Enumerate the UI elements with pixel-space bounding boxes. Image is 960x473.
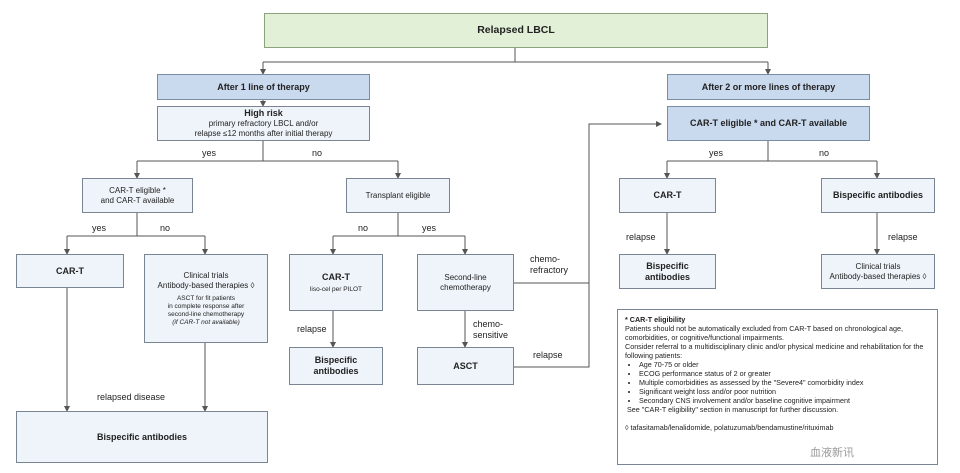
label-relapse-right-2: relapse <box>888 232 918 242</box>
node-bispecific-bottom-text: Bispecific antibodies <box>96 431 188 442</box>
node-cart-left-text: CAR-T <box>56 265 84 276</box>
edge-transplant-split <box>333 213 465 237</box>
node-bispecific-right: Bispecific antibodies <box>821 178 935 213</box>
label-yes-2: yes <box>92 223 107 233</box>
label-chemo-sensitive-l1: chemo- <box>473 319 504 329</box>
node-cart-left: CAR-T <box>16 254 124 288</box>
label-chemo-refractory: chemo- refractory <box>530 254 568 276</box>
node-relapsed-lbcl-text: Relapsed LBCL <box>477 24 555 36</box>
note-bullet: Age 70-75 or older <box>639 360 930 369</box>
node-high-risk-line1: primary refractory LBCL and/or <box>208 119 319 128</box>
label-yes-4: yes <box>709 148 724 158</box>
node-clinical-trials-right: Clinical trials Antibody-based therapies… <box>821 254 935 289</box>
node-trials-asct2: in complete response after <box>167 302 245 310</box>
label-yes-3: yes <box>422 223 437 233</box>
label-chemo-refractory-l2: refractory <box>530 265 569 275</box>
node-asct: ASCT <box>417 347 514 385</box>
node-cart-mid-sub: liso-cel per PILOT <box>309 285 363 293</box>
label-relapse-right-1: relapse <box>626 232 656 242</box>
node-cart-mid-text: CAR-T <box>322 271 350 282</box>
label-chemo-sensitive: chemo- sensitive <box>473 319 508 341</box>
node-bispecific-after-cart-l1: Bispecific <box>646 260 689 271</box>
node-transplant-eligible: Transplant eligible <box>346 178 450 213</box>
label-chemo-sensitive-l2: sensitive <box>473 330 509 340</box>
node-after-1-line-text: After 1 line of therapy <box>217 81 310 92</box>
node-bispecific-mid-l2: antibodies <box>313 366 359 376</box>
edge-right-split <box>667 141 877 162</box>
node-bispecific-after-cart-l2: antibodies <box>644 271 690 282</box>
node-cart-eligible-left-l2: and CAR-T available <box>100 195 175 205</box>
edge-root-split <box>263 48 768 63</box>
node-trials-asct1: ASCT for fit patients <box>176 294 236 302</box>
node-trials-abt: Antibody-based therapies ◊ <box>157 280 255 290</box>
cart-eligibility-note: * CAR-T eligibility Patients should not … <box>617 309 938 465</box>
label-no-4: no <box>819 148 830 158</box>
node-cart-eligible-left: CAR-T eligible * and CAR-T available <box>82 178 193 213</box>
node-high-risk-title: High risk <box>244 108 283 118</box>
node-after-2-lines-text: After 2 or more lines of therapy <box>701 81 836 92</box>
node-bispecific-mid-l1: Bispecific <box>314 355 358 365</box>
label-relapsed-disease: relapsed disease <box>97 392 166 402</box>
node-second-line-l1: Second-line <box>444 272 487 282</box>
node-trials-right-l2: Antibody-based therapies ◊ <box>829 271 927 281</box>
node-cart-mid: CAR-T liso-cel per PILOT <box>289 254 383 311</box>
node-high-risk: High risk primary refractory LBCL and/or… <box>157 106 370 141</box>
note-see: See "CAR-T eligibility" section in manus… <box>627 405 839 414</box>
edge-asct-relapse <box>514 283 590 368</box>
node-cart-eligible-right: CAR-T eligible * and CAR-T available <box>667 106 870 141</box>
watermark-text: 血液新讯 <box>810 447 854 459</box>
label-no-1: no <box>312 148 323 158</box>
node-bispecific-right-text: Bispecific antibodies <box>832 190 924 200</box>
edge-cartelig-split <box>67 213 205 237</box>
note-footnote: ◊ tafasitamab/lenalidomide, polatuzumab/… <box>625 423 834 432</box>
note-bullet: Secondary CNS involvement and/or baselin… <box>639 396 930 405</box>
note-para1: Patients should not be automatically exc… <box>625 324 903 342</box>
note-bullet: ECOG performance status of 2 or greater <box>639 369 930 378</box>
node-trials-asct4: (if CAR-T not available) <box>172 318 240 326</box>
node-cart-eligible-right-text: CAR-T eligible * and CAR-T available <box>689 118 848 128</box>
note-bullet: Multiple comorbidities as assessed by th… <box>639 378 930 387</box>
node-trials-title: Clinical trials <box>183 270 229 280</box>
node-high-risk-line2: relapse ≤12 months after initial therapy <box>194 129 333 138</box>
node-cart-right-text: CAR-T <box>653 190 682 200</box>
note-bullets: Age 70-75 or older ECOG performance stat… <box>625 360 930 405</box>
edge-chemo-refractory <box>514 121 662 284</box>
node-relapsed-lbcl: Relapsed LBCL <box>264 13 768 48</box>
note-para2: Consider referral to a multidisciplinary… <box>625 342 924 360</box>
node-after-2-lines: After 2 or more lines of therapy <box>667 74 870 100</box>
node-bispecific-mid: Bispecific antibodies <box>289 347 383 385</box>
node-transplant-eligible-text: Transplant eligible <box>365 190 431 200</box>
label-relapse-mid: relapse <box>297 324 327 334</box>
node-clinical-trials-left: Clinical trials Antibody-based therapies… <box>144 254 268 343</box>
label-no-3: no <box>358 223 369 233</box>
node-cart-eligible-left-l1: CAR-T eligible * <box>109 185 166 195</box>
node-second-line-l2: chemotherapy <box>440 282 491 292</box>
node-bispecific-bottom: Bispecific antibodies <box>16 411 268 463</box>
node-bispecific-after-cart: Bispecific antibodies <box>619 254 716 289</box>
label-relapse-asct: relapse <box>533 350 563 360</box>
node-trials-asct3: second-line chemotherapy <box>167 310 245 318</box>
label-chemo-refractory-l1: chemo- <box>530 254 561 264</box>
node-cart-right: CAR-T <box>619 178 716 213</box>
node-second-line: Second-line chemotherapy <box>417 254 514 311</box>
label-no-2: no <box>160 223 171 233</box>
node-asct-text: ASCT <box>453 360 478 371</box>
note-title: * CAR-T eligibility <box>625 315 686 324</box>
node-trials-right-l1: Clinical trials <box>855 261 901 271</box>
node-after-1-line: After 1 line of therapy <box>157 74 370 100</box>
note-bullet: Significant weight loss and/or poor nutr… <box>639 387 930 396</box>
label-yes-1: yes <box>202 148 217 158</box>
edge-highrisk-split <box>137 141 398 162</box>
